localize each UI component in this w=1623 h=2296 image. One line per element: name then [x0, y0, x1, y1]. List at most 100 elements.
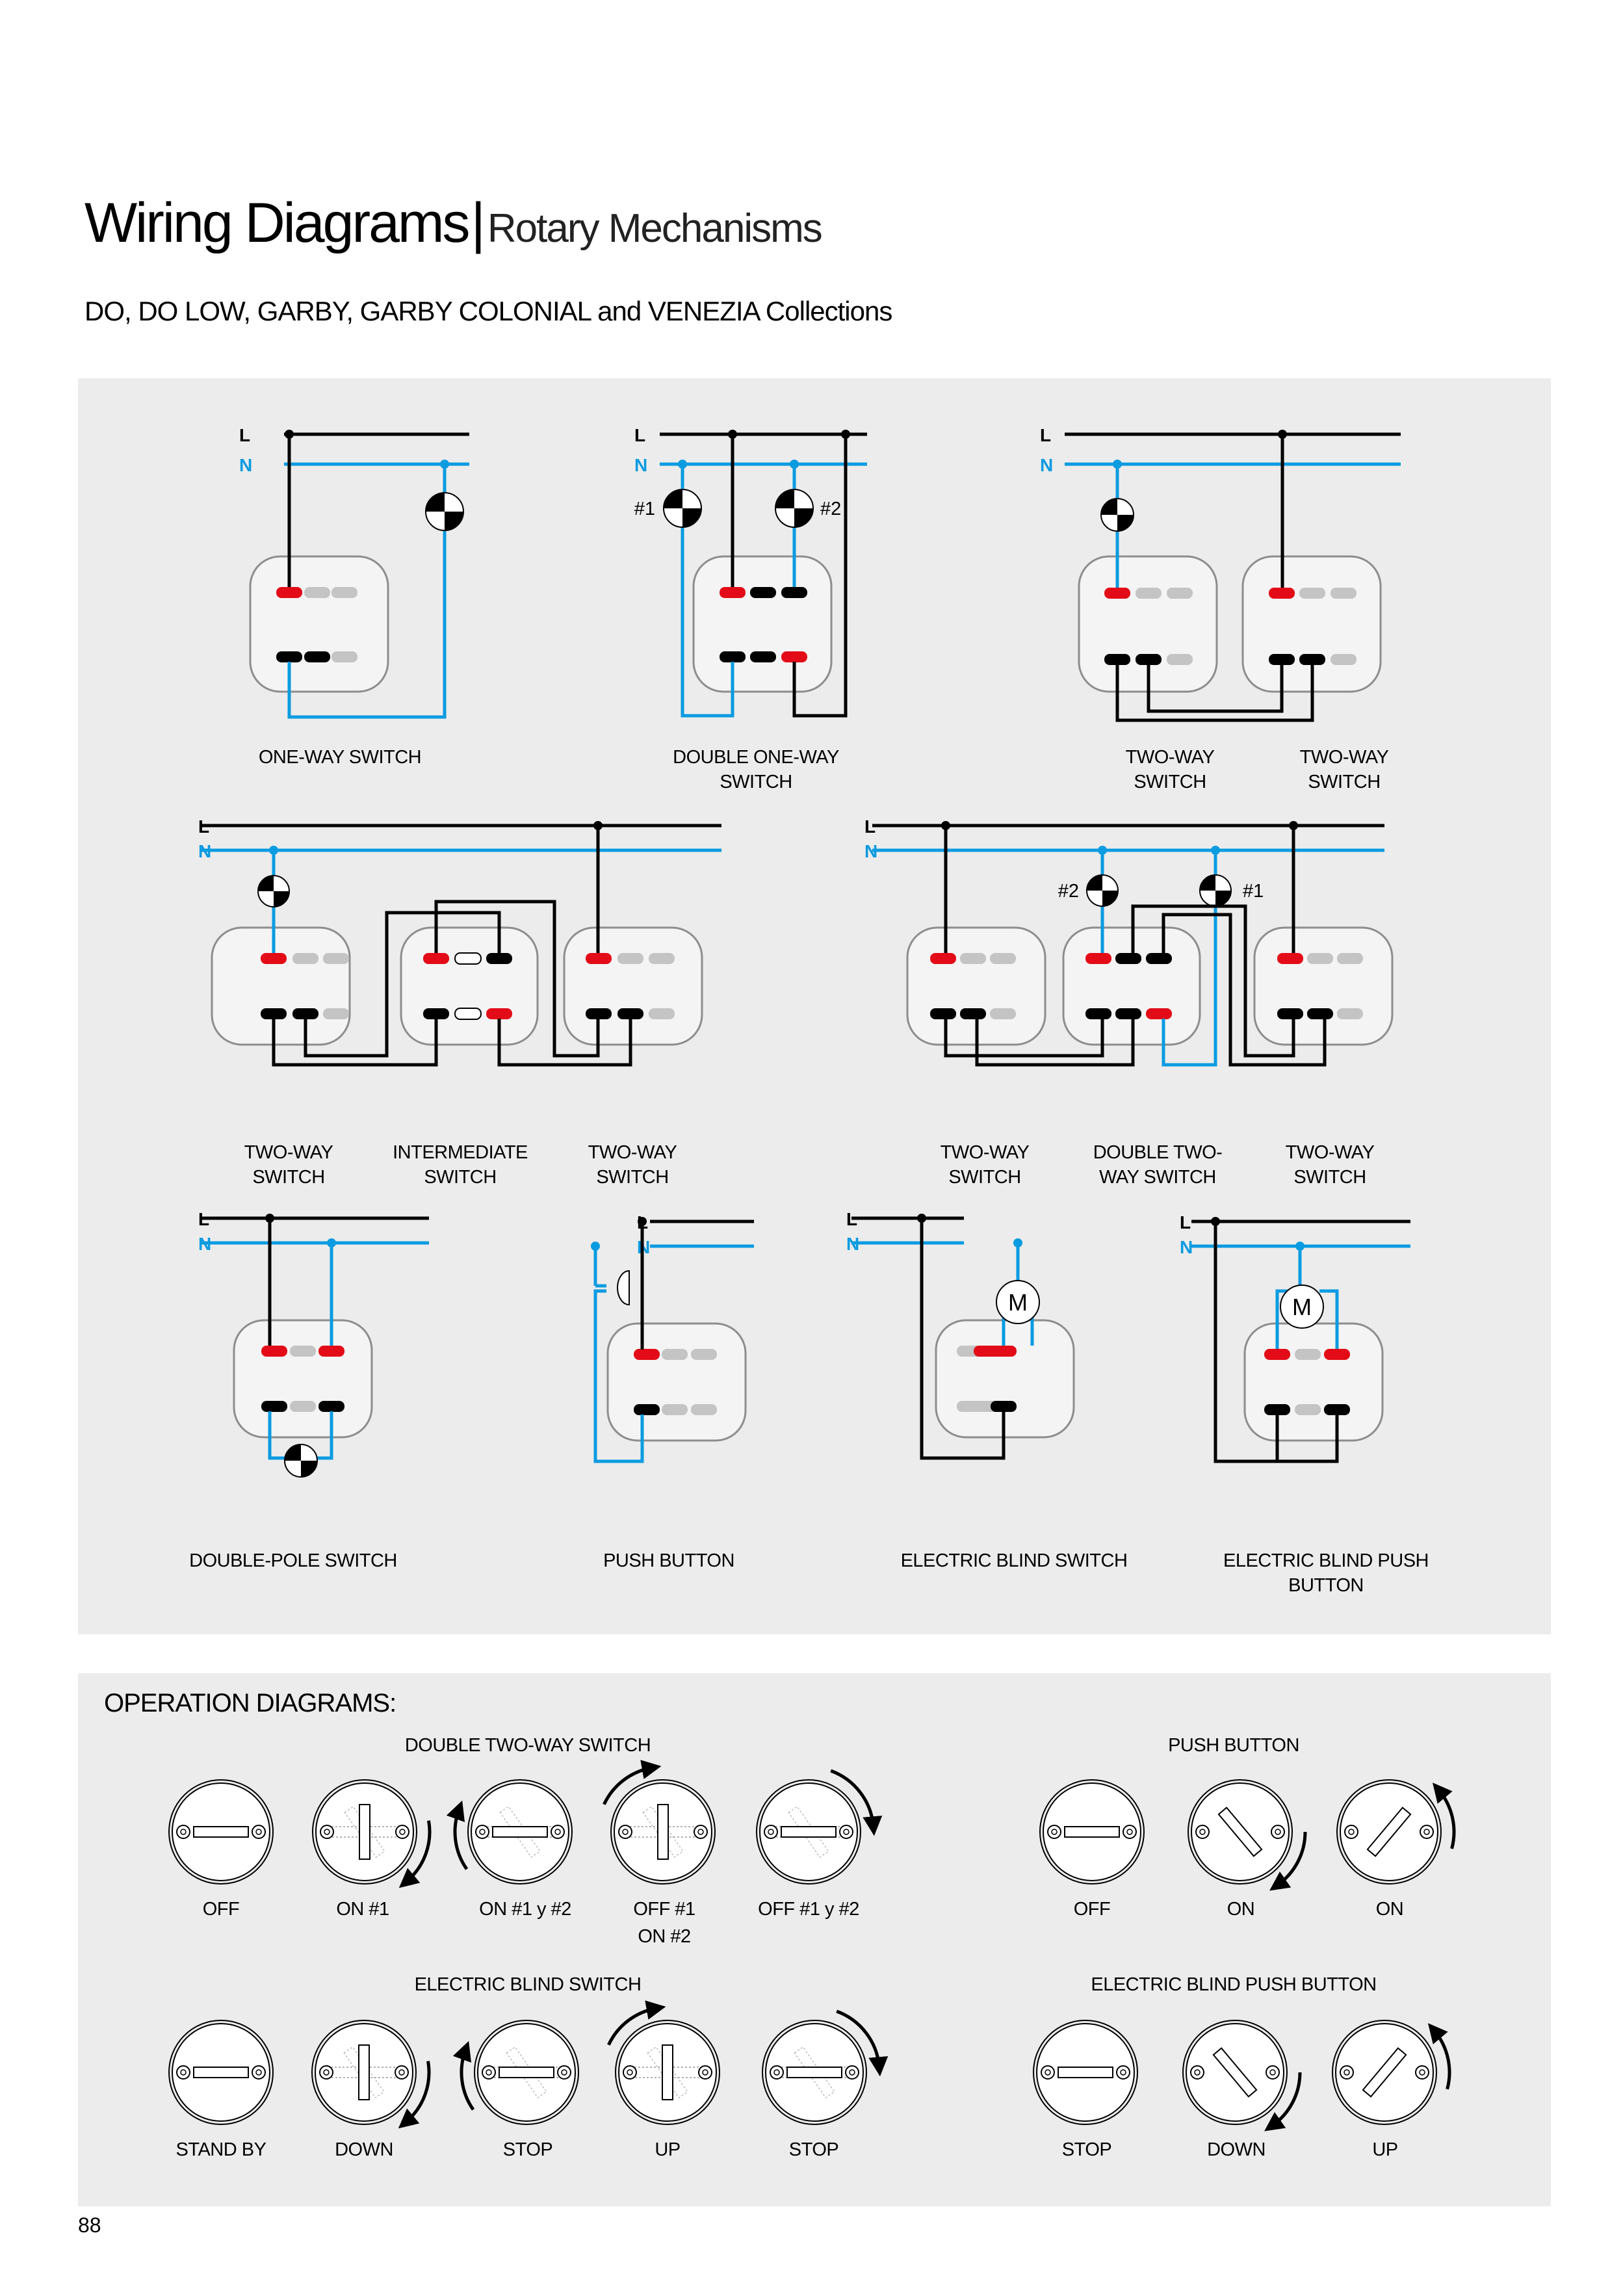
- rotation-arrow-icon: [446, 1800, 469, 1870]
- screw-icon: [1199, 1829, 1206, 1835]
- screw-icon: [702, 2069, 708, 2076]
- wire: [1162, 850, 1217, 1067]
- lamp-icon-quadrant: [1101, 499, 1117, 515]
- terminal: [1307, 953, 1333, 964]
- label-double-pole: DOUBLE-POLE SWITCH: [189, 1550, 397, 1571]
- terminal: [1295, 1404, 1321, 1415]
- label-dtw-mid-l1: DOUBLE TWO-: [1093, 1142, 1223, 1163]
- rotary-knob-icon: [1033, 2020, 1138, 2125]
- rotation-arrow-icon: [836, 2009, 889, 2077]
- knob-handle: [1212, 2047, 1258, 2098]
- op-state-label: ON: [1227, 1899, 1255, 1920]
- rotary-knob-icon: [168, 2020, 274, 2125]
- label-int-right-l1: TWO-WAY: [588, 1142, 677, 1163]
- switch-body: [233, 1319, 373, 1439]
- terminal: [586, 953, 612, 964]
- terminal: [1146, 953, 1172, 964]
- terminal: [1264, 1404, 1290, 1415]
- screw-icon: [180, 1829, 187, 1835]
- terminal: [991, 1401, 1017, 1412]
- knob-rim: [1039, 1779, 1145, 1885]
- junction-dot: [1113, 460, 1122, 469]
- knob-rim: [168, 1779, 274, 1885]
- terminal: [331, 587, 357, 598]
- terminal: [662, 1404, 688, 1415]
- terminal: [990, 953, 1016, 964]
- screw-icon: [1348, 1829, 1355, 1835]
- motor-icon: [1280, 1285, 1324, 1329]
- terminal: [1337, 1008, 1363, 1019]
- rotary-knob-icon: [1332, 2020, 1437, 2125]
- switch-body: [211, 926, 351, 1046]
- screw-icon: [180, 2069, 187, 2076]
- terminal: [586, 1008, 612, 1019]
- wire: [1131, 904, 1295, 1058]
- rotation-arrow-icon: [603, 1760, 662, 1805]
- screw-icon: [1051, 1829, 1058, 1835]
- op-state-label: STAND BY: [176, 2139, 266, 2160]
- label-int-right-l2: SWITCH: [596, 1167, 668, 1188]
- lamp-icon-quadrant: [794, 508, 813, 527]
- terminal: [1307, 1008, 1333, 1019]
- lamp-icon-quadrant: [301, 1461, 317, 1477]
- wire: [272, 1019, 438, 1067]
- terminal: [261, 1346, 287, 1357]
- label-dtw-left-l2: SWITCH: [948, 1167, 1020, 1188]
- neutral-label: N: [239, 455, 252, 475]
- neutral-label: N: [846, 1234, 859, 1254]
- wire: [920, 1218, 1006, 1460]
- terminal: [290, 1401, 316, 1412]
- screw-icon: [697, 1829, 704, 1835]
- terminal: [1299, 654, 1325, 665]
- knob-handle: [492, 1826, 548, 1838]
- page-title-main: Wiring Diagrams: [84, 192, 471, 254]
- lamp-icon-quadrant: [1102, 891, 1118, 906]
- wire: [1115, 664, 1314, 722]
- rotary-knob-icon: [311, 2020, 417, 2125]
- neutral-label: N: [634, 455, 647, 475]
- knob-handle: [1064, 1826, 1120, 1838]
- label-push-button: PUSH BUTTON: [603, 1550, 734, 1571]
- terminal: [454, 1008, 482, 1020]
- wire: [497, 1019, 632, 1067]
- page-title-sub: Rotary Mechanisms: [487, 206, 823, 251]
- terminal: [1136, 654, 1162, 665]
- live-label: L: [864, 816, 876, 837]
- knob-rim: [1033, 2020, 1138, 2125]
- bell-icon: [617, 1270, 630, 1306]
- live-label: L: [1040, 425, 1051, 445]
- junction-dot: [269, 846, 278, 855]
- label-dtw-left-l1: TWO-WAY: [941, 1142, 1030, 1163]
- terminal: [781, 587, 807, 598]
- op-state-label: STOP: [503, 2139, 552, 2160]
- neutral-label: N: [198, 1234, 211, 1254]
- terminal: [454, 952, 482, 965]
- screw-icon: [255, 2069, 262, 2076]
- knob-handle: [1217, 1807, 1263, 1857]
- op-state-label: OFF: [1074, 1899, 1111, 1920]
- junction-dot: [678, 460, 687, 469]
- rotary-knob-icon: [168, 1779, 274, 1885]
- lamp-icon-quadrant: [258, 876, 274, 891]
- page-number: 88: [78, 2213, 101, 2237]
- rotation-arrow-icon: [1427, 2023, 1451, 2090]
- knob-rim: [1336, 1779, 1442, 1885]
- op-state-label: ON #1: [336, 1899, 389, 1920]
- live-label: L: [1180, 1212, 1191, 1233]
- terminal: [304, 651, 330, 662]
- terminal: [261, 1008, 287, 1019]
- wire: [1319, 1289, 1339, 1349]
- op-group-title-blind-switch: ELECTRIC BLIND SWITCH: [415, 1974, 642, 1995]
- live-label: L: [846, 1209, 857, 1229]
- label-double-one-way-l1: DOUBLE ONE-WAY: [673, 747, 839, 768]
- terminal: [1324, 1404, 1350, 1415]
- screw-icon: [398, 2069, 405, 2076]
- terminal: [323, 953, 349, 964]
- knob-rim: [168, 2020, 274, 2125]
- screw-icon: [1275, 1829, 1281, 1835]
- terminal: [292, 1008, 318, 1019]
- terminal: [1115, 1008, 1141, 1019]
- screw-icon: [849, 2069, 855, 2076]
- junction-dot: [917, 1214, 926, 1223]
- terminal: [649, 953, 675, 964]
